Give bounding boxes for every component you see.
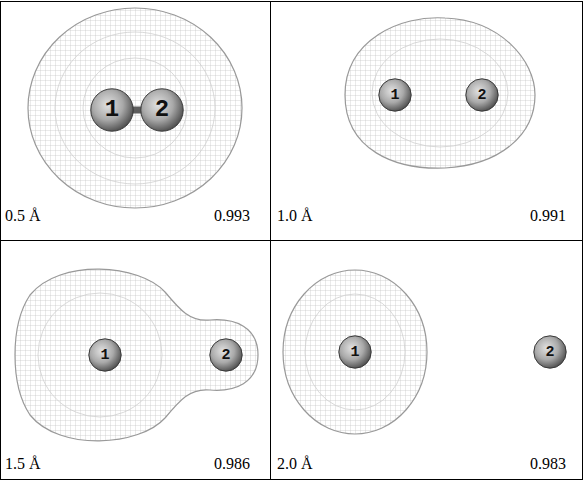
mesh-contour: [55, 32, 215, 184]
panel-label: 1.5 Å: [5, 455, 41, 473]
panel-label: 2.0 Å: [277, 455, 313, 473]
isosurface-mesh: [345, 18, 535, 168]
mesh-contour: [83, 58, 187, 158]
panel-label: 0.5 Å: [5, 207, 41, 225]
atom-outline: [89, 339, 121, 371]
atom-sphere: 1: [378, 78, 412, 112]
atom-number: 1: [350, 345, 359, 360]
atom-outline: [339, 336, 371, 368]
atom-outline: [210, 339, 242, 371]
atom-outline: [141, 89, 183, 131]
atom-number: 2: [155, 98, 169, 122]
atom-number: 2: [221, 348, 230, 363]
panel-label: 0.991: [530, 207, 566, 225]
atom-sphere: 2: [465, 78, 499, 112]
atom-sphere: 1: [88, 338, 122, 372]
atom-outline: [91, 89, 133, 131]
atom-number: 2: [477, 88, 486, 103]
panel-label: 1.0 Å: [277, 207, 313, 225]
atom-outline: [379, 79, 411, 111]
atom-sphere: 2: [140, 88, 184, 132]
atom-number: 1: [105, 98, 119, 122]
panel-label: 0.993: [214, 207, 250, 225]
mesh-contour: [38, 293, 162, 417]
panel-label: 0.986: [214, 455, 250, 473]
panel-divider: [1, 240, 583, 241]
atom-sphere: 2: [533, 335, 567, 369]
mesh-contour: [305, 294, 405, 410]
atom-outline: [466, 79, 498, 111]
isosurface-mesh: [15, 269, 258, 441]
atom-number: 2: [545, 345, 554, 360]
atom-sphere: 1: [90, 88, 134, 132]
atom-outline: [534, 336, 566, 368]
isosurface-mesh: [283, 270, 427, 434]
mesh-contours: [38, 32, 508, 417]
panel-label: 0.983: [530, 455, 566, 473]
isosurface-mesh: [28, 8, 242, 208]
atom-sphere: 2: [209, 338, 243, 372]
atom-number: 1: [390, 88, 399, 103]
atom-number: 1: [100, 348, 109, 363]
mesh-contour: [372, 39, 508, 147]
atom-sphere: 1: [338, 335, 372, 369]
